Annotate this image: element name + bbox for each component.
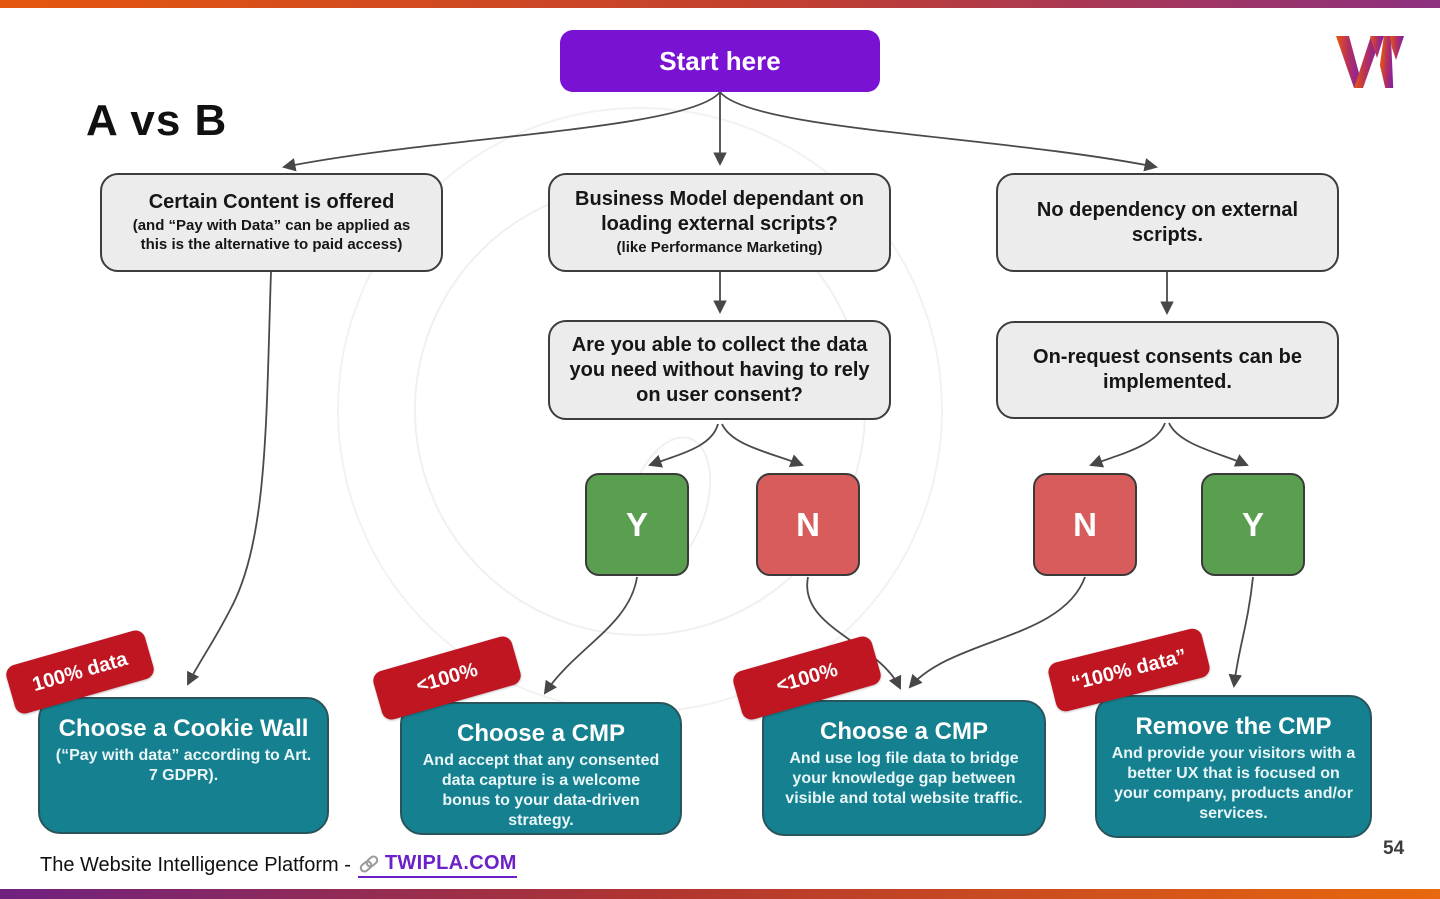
link-icon	[359, 854, 379, 873]
outcome-cookie-wall: Choose a Cookie Wall (“Pay with data” ac…	[38, 697, 329, 834]
decision-label: Y	[1241, 505, 1264, 543]
outcome-cmp-consented: Choose a CMP And accept that any consent…	[400, 702, 682, 835]
question-title: On-request consents can be implemented.	[1033, 346, 1302, 393]
outcome-title: Remove the CMP	[1135, 713, 1332, 740]
question-title: Are you able to collect the data you nee…	[569, 333, 870, 406]
decision-yes-1: Y	[585, 473, 689, 576]
outcome-remove-cmp: Remove the CMP And provide your visitors…	[1095, 695, 1372, 838]
condition-title: Business Model dependant on loading exte…	[575, 188, 864, 236]
outcome-title: Choose a CMP	[456, 720, 626, 747]
top-gradient-bar	[0, 0, 1440, 8]
start-here-node: Start here	[560, 30, 880, 92]
condition-title: Certain Content is offered	[148, 191, 395, 214]
slide-title: A vs B	[86, 96, 228, 145]
twipla-w-logo	[1336, 36, 1404, 88]
condition-no-dependency: No dependency on external scripts.	[996, 173, 1339, 272]
bottom-gradient-bar	[0, 889, 1440, 899]
decision-label: N	[796, 505, 820, 543]
condition-subtitle: (like Performance Marketing)	[616, 239, 823, 257]
decision-label: Y	[625, 505, 648, 543]
outcome-body: And accept that any consented data captu…	[422, 751, 660, 829]
badge-label: <100%	[413, 658, 481, 697]
footer-text: The Website Intelligence Platform -	[40, 853, 351, 876]
condition-subtitle: (and “Pay with Data” can be applied as t…	[132, 217, 411, 253]
start-here-label: Start here	[659, 45, 781, 76]
decision-no-1: N	[756, 473, 860, 576]
outcome-cmp-logfile: Choose a CMP And use log file data to br…	[762, 700, 1046, 836]
page-number: 54	[1383, 838, 1405, 859]
condition-title: No dependency on external scripts.	[1036, 198, 1299, 246]
outcome-body: And provide your visitors with a better …	[1111, 744, 1356, 822]
question-on-request-consents: On-request consents can be implemented.	[996, 321, 1339, 419]
outcome-body: And use log file data to bridge your kno…	[785, 749, 1023, 807]
footer-link-wrap: TWIPLA.COM	[357, 852, 517, 878]
badge-label: <100%	[773, 658, 841, 697]
twipla-link[interactable]: TWIPLA.COM	[384, 852, 517, 874]
decision-no-2: N	[1033, 473, 1137, 576]
condition-business-model: Business Model dependant on loading exte…	[548, 173, 891, 272]
outcome-body: (“Pay with data” according to Art. 7 GDP…	[55, 746, 312, 784]
outcome-title: Choose a Cookie Wall	[58, 715, 309, 742]
question-collect-without-consent: Are you able to collect the data you nee…	[548, 320, 891, 420]
decision-yes-2: Y	[1201, 473, 1305, 576]
footer: The Website Intelligence Platform - TWIP…	[40, 852, 517, 878]
condition-certain-content: Certain Content is offered (and “Pay wit…	[100, 173, 443, 272]
outcome-title: Choose a CMP	[819, 718, 989, 745]
decision-label: N	[1073, 505, 1097, 543]
